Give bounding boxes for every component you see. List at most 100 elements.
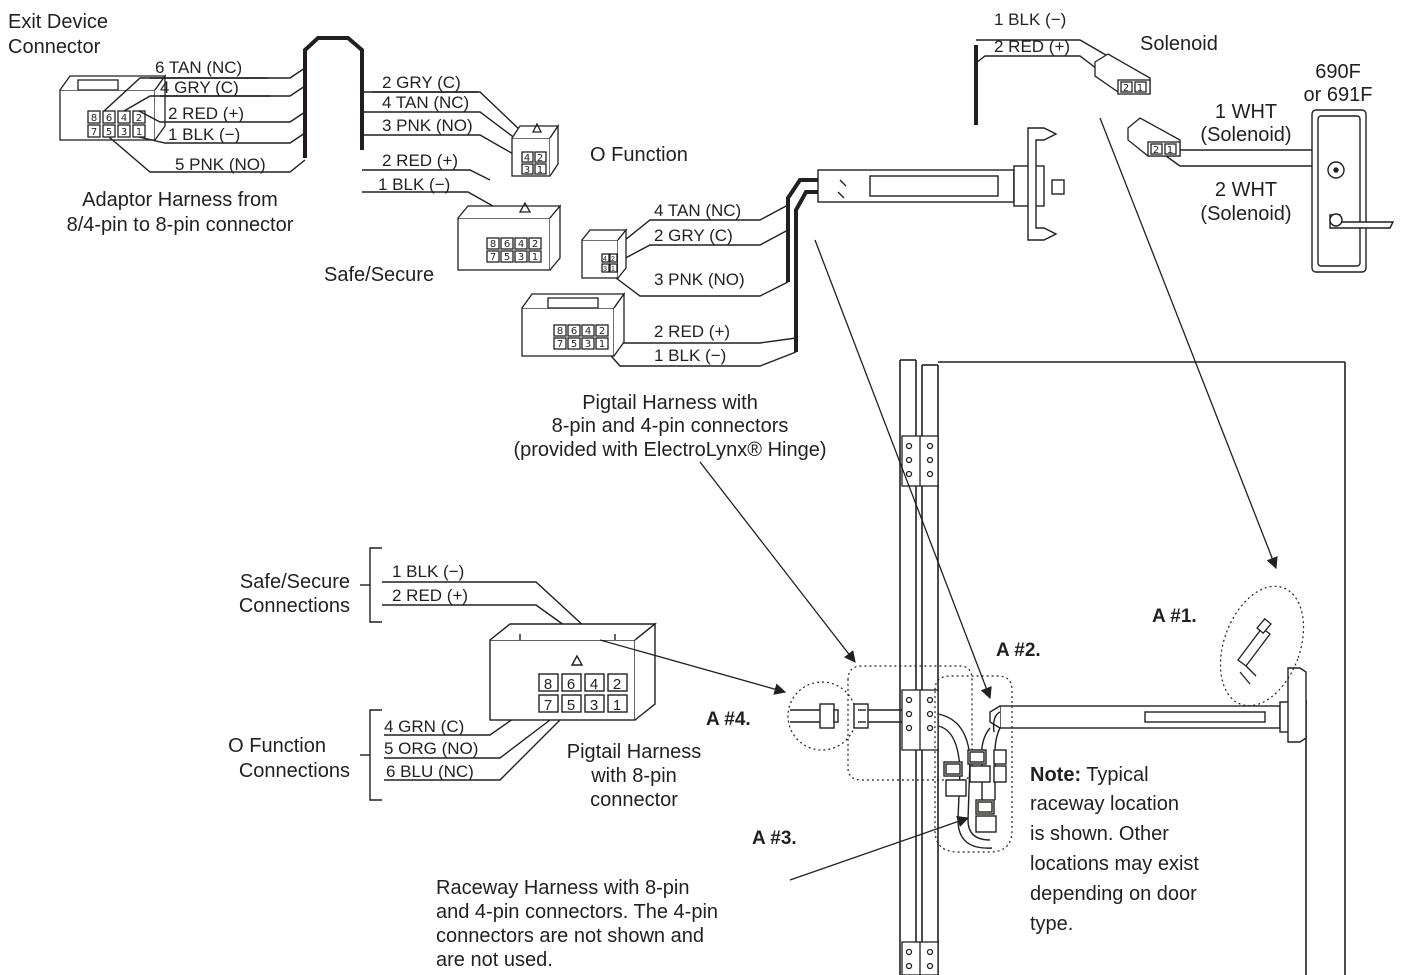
of-connection-wire: 5 ORG (NO)	[384, 739, 478, 758]
adaptor-cable	[303, 36, 364, 158]
note-line5: depending on door	[1030, 883, 1197, 905]
adaptor-caption-line1: Adaptor Harness from	[82, 189, 278, 211]
pigtail-pin: 8	[544, 676, 552, 693]
exit-lower-pin: 2	[599, 326, 605, 337]
pigtail-hinge-line1: Pigtail Harness with	[582, 392, 758, 414]
title-line2: Connector	[8, 36, 101, 58]
of-connection-wire: 6 BLU (NC)	[386, 762, 474, 781]
adaptor-pin: 7	[91, 127, 97, 138]
pigtail-pin: 4	[590, 676, 598, 693]
exit-upper-pin: 3	[603, 266, 607, 273]
ss-pin: 2	[532, 239, 538, 250]
pigtail-pin: 7	[544, 697, 552, 714]
exit-lower-pin: 8	[557, 326, 563, 337]
exit-lower-wire-label: 1 BLK (−)	[654, 346, 726, 365]
door-hinge	[901, 435, 939, 487]
adaptor-wire-label: 5 PNK (NO)	[175, 155, 266, 174]
exit-lower-pin: 1	[599, 339, 605, 350]
adaptor-wires	[103, 67, 306, 173]
pigtail-8pin-line2: with 8-pin	[590, 765, 677, 787]
adaptor-pin: 1	[136, 127, 142, 138]
o-branch-pin: 4	[524, 153, 530, 164]
pigtail-pin: 3	[590, 697, 598, 714]
o-function-branch-wires	[362, 91, 521, 211]
o-function-connector	[511, 122, 560, 177]
of-connections-line2: Connections	[239, 760, 350, 782]
callout-a1: A #1.	[1152, 606, 1197, 627]
trim-body	[1311, 109, 1395, 273]
title-line1: Exit Device	[8, 11, 108, 33]
adaptor-connector	[59, 73, 167, 141]
solenoid-wire-label: 1 BLK (−)	[994, 10, 1066, 29]
note-line2: raceway location	[1030, 793, 1179, 815]
exit-upper-wire-label: 4 TAN (NC)	[654, 201, 741, 220]
o-function-label: O Function	[590, 144, 688, 166]
bracket-o-function	[360, 709, 382, 801]
pigtail-pin: 2	[613, 676, 621, 693]
ss-pin: 3	[518, 252, 524, 263]
trim-wires	[1165, 149, 1312, 167]
exit-lower-pin: 5	[571, 339, 577, 350]
trim-wire2-line2: (Solenoid)	[1200, 203, 1291, 225]
note-line6: type.	[1030, 913, 1073, 935]
o-branch-pin: 3	[524, 165, 530, 176]
pigtail-pin: 5	[567, 697, 575, 714]
adaptor-pin: 5	[106, 127, 112, 138]
ss-pin: 1	[532, 252, 538, 263]
adaptor-caption-line2: 8/4-pin to 8-pin connector	[67, 214, 294, 236]
callout-a4: A #4.	[706, 709, 751, 730]
raceway-line3: connectors are not shown and	[436, 925, 704, 947]
ss-pin: 7	[490, 252, 496, 263]
adaptor-wire-label: 4 GRY (C)	[160, 78, 239, 97]
trim-wire2-line1: 2 WHT	[1215, 179, 1277, 201]
solenoid-pin: 1	[1137, 83, 1143, 94]
ss-pin: 5	[504, 252, 510, 263]
raceway-line1: Raceway Harness with 8-pin	[436, 877, 689, 899]
pigtail-hinge-line2: 8-pin and 4-pin connectors	[552, 415, 789, 437]
exit-upper-connector	[581, 228, 628, 279]
note-line3: is shown. Other	[1030, 823, 1169, 845]
pigtail-8pin-line3: connector	[590, 789, 678, 811]
solenoid-wires	[975, 39, 1119, 76]
exit-device-top	[817, 127, 1065, 241]
door-hinge	[901, 941, 939, 975]
adaptor-wire-label: 1 BLK (−)	[168, 125, 240, 144]
callout-a3: A #3.	[752, 828, 797, 849]
exit-lower-pin: 4	[585, 326, 591, 337]
trim-pin: 1	[1167, 145, 1173, 156]
exit-upper-pin: 2	[611, 256, 615, 263]
adaptor-pin: 2	[136, 113, 142, 124]
pigtail-8pin-line1: Pigtail Harness	[567, 741, 702, 763]
note-line4: locations may exist	[1030, 853, 1199, 875]
a1-connector	[1237, 617, 1272, 685]
door-hinge	[901, 689, 939, 751]
solenoid-label: Solenoid	[1140, 33, 1218, 55]
safe-secure-connector	[457, 201, 562, 271]
trim-wire1-line1: 1 WHT	[1215, 101, 1277, 123]
callout-a2: A #2.	[996, 640, 1041, 661]
note-line1: Note: Typical	[1030, 764, 1149, 786]
solenoid-wire-label: 2 RED (+)	[994, 37, 1070, 56]
pigtail-pin: 1	[613, 697, 621, 714]
exit-upper-wire-label: 3 PNK (NO)	[654, 270, 745, 289]
of-connections-line1: O Function	[228, 735, 326, 757]
ss-pin: 6	[504, 239, 510, 250]
ss-branch-wire-label: 1 BLK (−)	[378, 175, 450, 194]
adaptor-pin: 4	[121, 113, 127, 124]
ss-pin: 4	[518, 239, 524, 250]
note-line1-text: Typical	[1081, 764, 1148, 786]
connection-wires	[382, 581, 587, 781]
o-branch-pin: 1	[537, 165, 543, 176]
solenoid-pin: 2	[1123, 83, 1129, 94]
solenoid-connector	[1094, 53, 1151, 95]
exit-device-cable	[786, 178, 818, 352]
bracket-safe-secure	[360, 547, 382, 623]
o-branch-pin: 2	[537, 153, 543, 164]
exit-upper-pin: 4	[603, 256, 607, 263]
exit-lower-wire-label: 2 RED (+)	[654, 322, 730, 341]
a4-connectors	[790, 703, 902, 729]
exit-lower-pin: 7	[557, 339, 563, 350]
pigtail-hinge-line3: (provided with ElectroLynx® Hinge)	[513, 439, 826, 461]
pigtail-8pin-connector	[489, 622, 657, 721]
